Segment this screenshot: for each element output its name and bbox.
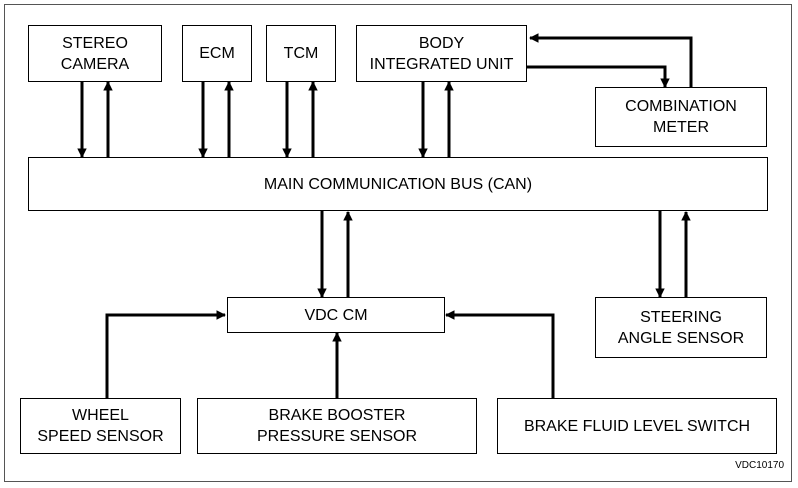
stereo-camera-label-2: CAMERA — [60, 55, 130, 73]
ecm-label: ECM — [199, 45, 235, 62]
brake-booster-label-1: BRAKE BOOSTER — [268, 407, 406, 424]
body-unit-to-meter-arrow — [527, 65, 670, 88]
brake-fluid-to-vdc-arrow — [445, 310, 555, 398]
vdc-cm-label: VDC CM — [304, 306, 368, 324]
vdc-cm-box: VDC CM — [227, 297, 445, 333]
meter-to-body-unit-arrow — [529, 33, 693, 87]
body-unit-label-1: BODY — [418, 34, 465, 52]
ecm-box: ECM — [182, 25, 252, 82]
combination-meter-label-1: COMBINATION — [625, 98, 737, 115]
wheel-speed-label-2: SPEED SENSOR — [37, 428, 164, 445]
tcm-box: TCM — [266, 25, 336, 82]
main-bus-label: MAIN COMMUNICATION BUS (CAN) — [263, 175, 533, 193]
brake-fluid-level-switch-box: BRAKE FLUID LEVEL SWITCH — [497, 398, 777, 454]
stereo-camera-box: STEREO CAMERA — [28, 25, 162, 82]
steering-angle-sensor-box: STEERING ANGLE SENSOR — [595, 297, 767, 358]
brake-fluid-label: BRAKE FLUID LEVEL SWITCH — [523, 417, 751, 435]
brake-booster-pressure-sensor-box: BRAKE BOOSTER PRESSURE SENSOR — [197, 398, 477, 454]
wheel-speed-label-1: WHEEL — [72, 407, 129, 424]
main-communication-bus-box: MAIN COMMUNICATION BUS (CAN) — [28, 157, 768, 211]
steering-sensor-label-2: ANGLE SENSOR — [617, 329, 745, 347]
wheel-speed-to-vdc-arrow — [105, 310, 226, 398]
tcm-label: TCM — [283, 45, 319, 62]
steering-sensor-label-1: STEERING — [640, 308, 722, 326]
wheel-speed-sensor-box: WHEEL SPEED SENSOR — [20, 398, 181, 454]
stereo-camera-label-1: STEREO — [62, 34, 128, 52]
body-integrated-unit-box: BODY INTEGRATED UNIT — [356, 25, 527, 82]
figure-code: VDC10170 — [735, 460, 784, 471]
combination-meter-box: COMBINATION METER — [595, 87, 767, 147]
combination-meter-label-2: METER — [653, 119, 709, 136]
brake-booster-label-2: PRESSURE SENSOR — [256, 428, 418, 445]
body-unit-label-2: INTEGRATED UNIT — [369, 55, 514, 73]
